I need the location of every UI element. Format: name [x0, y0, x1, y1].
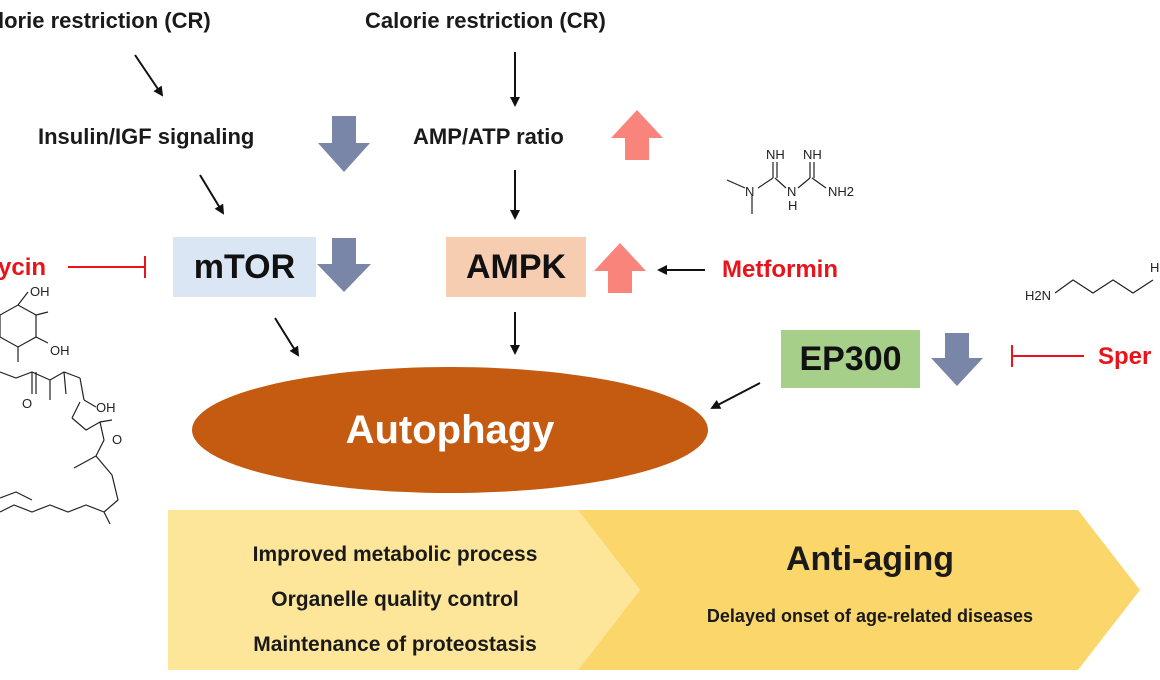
- autophagy-node: Autophagy: [192, 367, 708, 493]
- svg-text:N: N: [787, 184, 796, 199]
- insulin-igf-label: Insulin/IGF signaling: [38, 124, 255, 149]
- svg-text:N: N: [745, 184, 754, 199]
- ampk-label: AMPK: [465, 247, 567, 286]
- svg-text:NH: NH: [766, 147, 785, 162]
- svg-text:NH: NH: [803, 147, 822, 162]
- svg-text:H: H: [1150, 260, 1159, 275]
- benefits-chevron: [168, 510, 640, 670]
- rapamycin-labels: OH OH O OH O: [22, 284, 122, 447]
- svg-text:OH: OH: [30, 284, 50, 299]
- anti-aging-title: Anti-aging: [785, 540, 955, 578]
- arrow-insulin-to-mtor: [199, 174, 225, 215]
- up-arrow-ampk: [594, 243, 646, 293]
- spermidine-label: Sper: [1098, 343, 1152, 370]
- rapamycin-structure: [0, 291, 119, 525]
- ep300-node: EP300: [781, 330, 920, 388]
- arrow-mtor-to-autophagy: [274, 317, 300, 357]
- benefit-item: Organelle quality control: [271, 588, 519, 611]
- amp-atp-ratio-label: AMP/ATP ratio: [413, 124, 564, 149]
- cr-right-label: Calorie restriction (CR): [365, 8, 606, 33]
- svg-text:OH: OH: [50, 343, 70, 358]
- mtor-node: mTOR: [173, 237, 316, 297]
- spermidine-structure: [1054, 279, 1154, 294]
- benefits-list: Improved metabolic process Organelle qua…: [205, 532, 585, 667]
- down-arrow-ep300: [931, 333, 983, 386]
- rapamycin-label: ycin: [0, 254, 47, 281]
- up-arrow-ampatp: [611, 110, 663, 160]
- down-arrow-insulin: [318, 116, 370, 172]
- down-arrow-mtor: [317, 238, 371, 292]
- svg-text:O: O: [22, 396, 32, 411]
- ep300-label: EP300: [799, 339, 902, 378]
- benefit-item: Improved metabolic process: [252, 543, 538, 566]
- anti-aging-chevron: [578, 510, 1140, 670]
- mtor-label: mTOR: [193, 247, 296, 286]
- svg-text:NH2: NH2: [828, 184, 854, 199]
- svg-text:H2N: H2N: [1025, 288, 1051, 303]
- svg-text:H: H: [788, 198, 797, 213]
- autophagy-label: Autophagy: [345, 407, 555, 452]
- ampk-node: AMPK: [446, 237, 586, 297]
- metformin-labels: NH NH N N H NH2: [745, 147, 854, 213]
- inhibit-spermidine-ep300: [1011, 345, 1084, 367]
- spermidine-labels: H2N H: [1025, 260, 1159, 303]
- arrow-cr-to-insulin: [134, 54, 164, 97]
- metformin-structure: [726, 162, 827, 214]
- svg-text:OH: OH: [96, 400, 116, 415]
- svg-text:O: O: [112, 432, 122, 447]
- benefit-item: Maintenance of proteostasis: [253, 633, 537, 656]
- cr-left-label: lorie restriction (CR): [0, 8, 211, 33]
- arrow-ep300-to-autophagy: [710, 382, 761, 409]
- inhibit-rapamycin-mtor: [68, 256, 146, 278]
- metformin-label: Metformin: [722, 256, 838, 283]
- anti-aging-subtitle: Delayed onset of age-related diseases: [706, 606, 1034, 626]
